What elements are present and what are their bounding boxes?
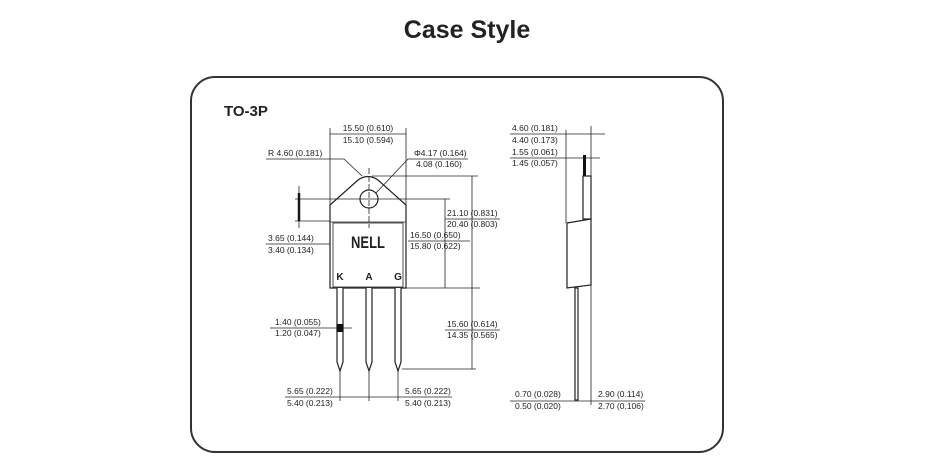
pin-label-k: K <box>336 272 344 283</box>
side-body <box>566 218 592 289</box>
front-view: NELL K A G 15.50 (0.610) 15.10 (0.594) R… <box>266 123 500 408</box>
dim-lead-thickness-min: 0.50 (0.020) <box>515 401 561 411</box>
dim-pitch-right-min: 5.40 (0.213) <box>405 398 451 408</box>
dim-thickness-max: 4.60 (0.181) <box>512 123 558 133</box>
side-tab <box>582 175 592 220</box>
side-lead <box>574 287 579 401</box>
dim-body-max: 16.50 (0.650) <box>410 230 461 240</box>
dim-lead-width-min: 1.20 (0.047) <box>275 328 321 338</box>
dim-pitch-left-min: 5.40 (0.213) <box>287 398 333 408</box>
dim-total-max: 21.10 (0.831) <box>447 208 498 218</box>
dim-lead-width-max: 1.40 (0.055) <box>275 317 321 327</box>
dim-tab-max: 3.65 (0.144) <box>268 233 314 243</box>
dim-thickness-min: 4.40 (0.173) <box>512 135 558 145</box>
dim-tab-min: 3.40 (0.134) <box>268 245 314 255</box>
dim-body-min: 15.80 (0.622) <box>410 241 461 251</box>
dim-hole-min: 4.08 (0.160) <box>416 159 462 169</box>
pin-label-a: A <box>365 272 372 283</box>
package-outline <box>329 175 407 289</box>
dim-total-min: 20.40 (0.803) <box>447 219 498 229</box>
body-inner <box>332 222 404 288</box>
dim-width-max: 15.50 (0.610) <box>343 123 394 133</box>
dim-lead-offset-max: 2.90 (0.114) <box>598 389 643 399</box>
page-title: Case Style <box>403 16 531 44</box>
dim-pitch-right-max: 5.65 (0.222) <box>405 386 451 396</box>
package-name: TO-3P <box>224 103 268 120</box>
logo: NELL <box>351 235 385 253</box>
pin-label-g: G <box>394 272 402 283</box>
dim-width-min: 15.10 (0.594) <box>343 135 394 145</box>
drawing-frame <box>190 76 724 453</box>
dim-radius: R 4.60 (0.181) <box>268 148 323 158</box>
dim-tab-thickness-max: 1.55 (0.061) <box>512 147 558 157</box>
dim-hole-max: Φ4.17 (0.164) <box>414 148 467 158</box>
dim-lead-length-min: 14.35 (0.565) <box>447 330 498 340</box>
side-view: 4.60 (0.181) 4.40 (0.173) 1.55 (0.061) 1… <box>510 123 645 411</box>
dim-lead-offset-min: 2.70 (0.106) <box>598 401 644 411</box>
leads <box>336 288 402 401</box>
dim-tab-thickness-min: 1.45 (0.057) <box>512 158 558 168</box>
dim-lead-length-max: 15.60 (0.614) <box>447 319 498 329</box>
dim-lead-thickness-max: 0.70 (0.028) <box>515 389 561 399</box>
dim-pitch-left-max: 5.65 (0.222) <box>287 386 333 396</box>
